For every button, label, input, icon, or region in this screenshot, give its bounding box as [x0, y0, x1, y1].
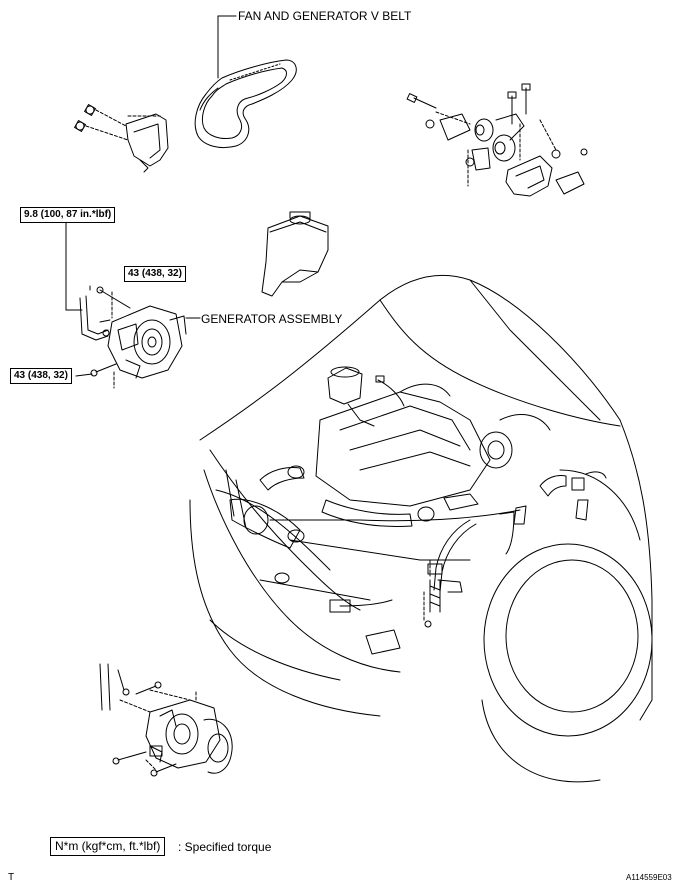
engine-block [259, 366, 607, 613]
belt-cover-bracket [74, 104, 169, 173]
generator-assembly-label: GENERATOR ASSEMBLY [201, 312, 343, 326]
v-belt [194, 15, 297, 149]
corner-letter: T [8, 872, 15, 883]
generator-assembly [65, 221, 201, 389]
car-body [189, 274, 653, 783]
fan-belt-label: FAN AND GENERATOR V BELT [238, 9, 412, 23]
belt-tensioner-assembly [406, 83, 588, 197]
generator-lower-assembly [99, 663, 233, 777]
torque-spec-lower-bolt: 43 (438, 32) [10, 368, 72, 384]
torque-spec-top-left: 9.8 (100, 87 in.*lbf) [20, 207, 116, 223]
reservoir-tank [261, 211, 329, 297]
wire-harness [423, 519, 477, 628]
legend-unit-box: N*m (kgf*cm, ft.*lbf) [50, 837, 166, 856]
figure-id: A114559E03 [626, 873, 672, 882]
legend-description: : Specified torque [178, 840, 272, 854]
torque-spec-upper-bolt: 43 (438, 32) [124, 266, 186, 282]
